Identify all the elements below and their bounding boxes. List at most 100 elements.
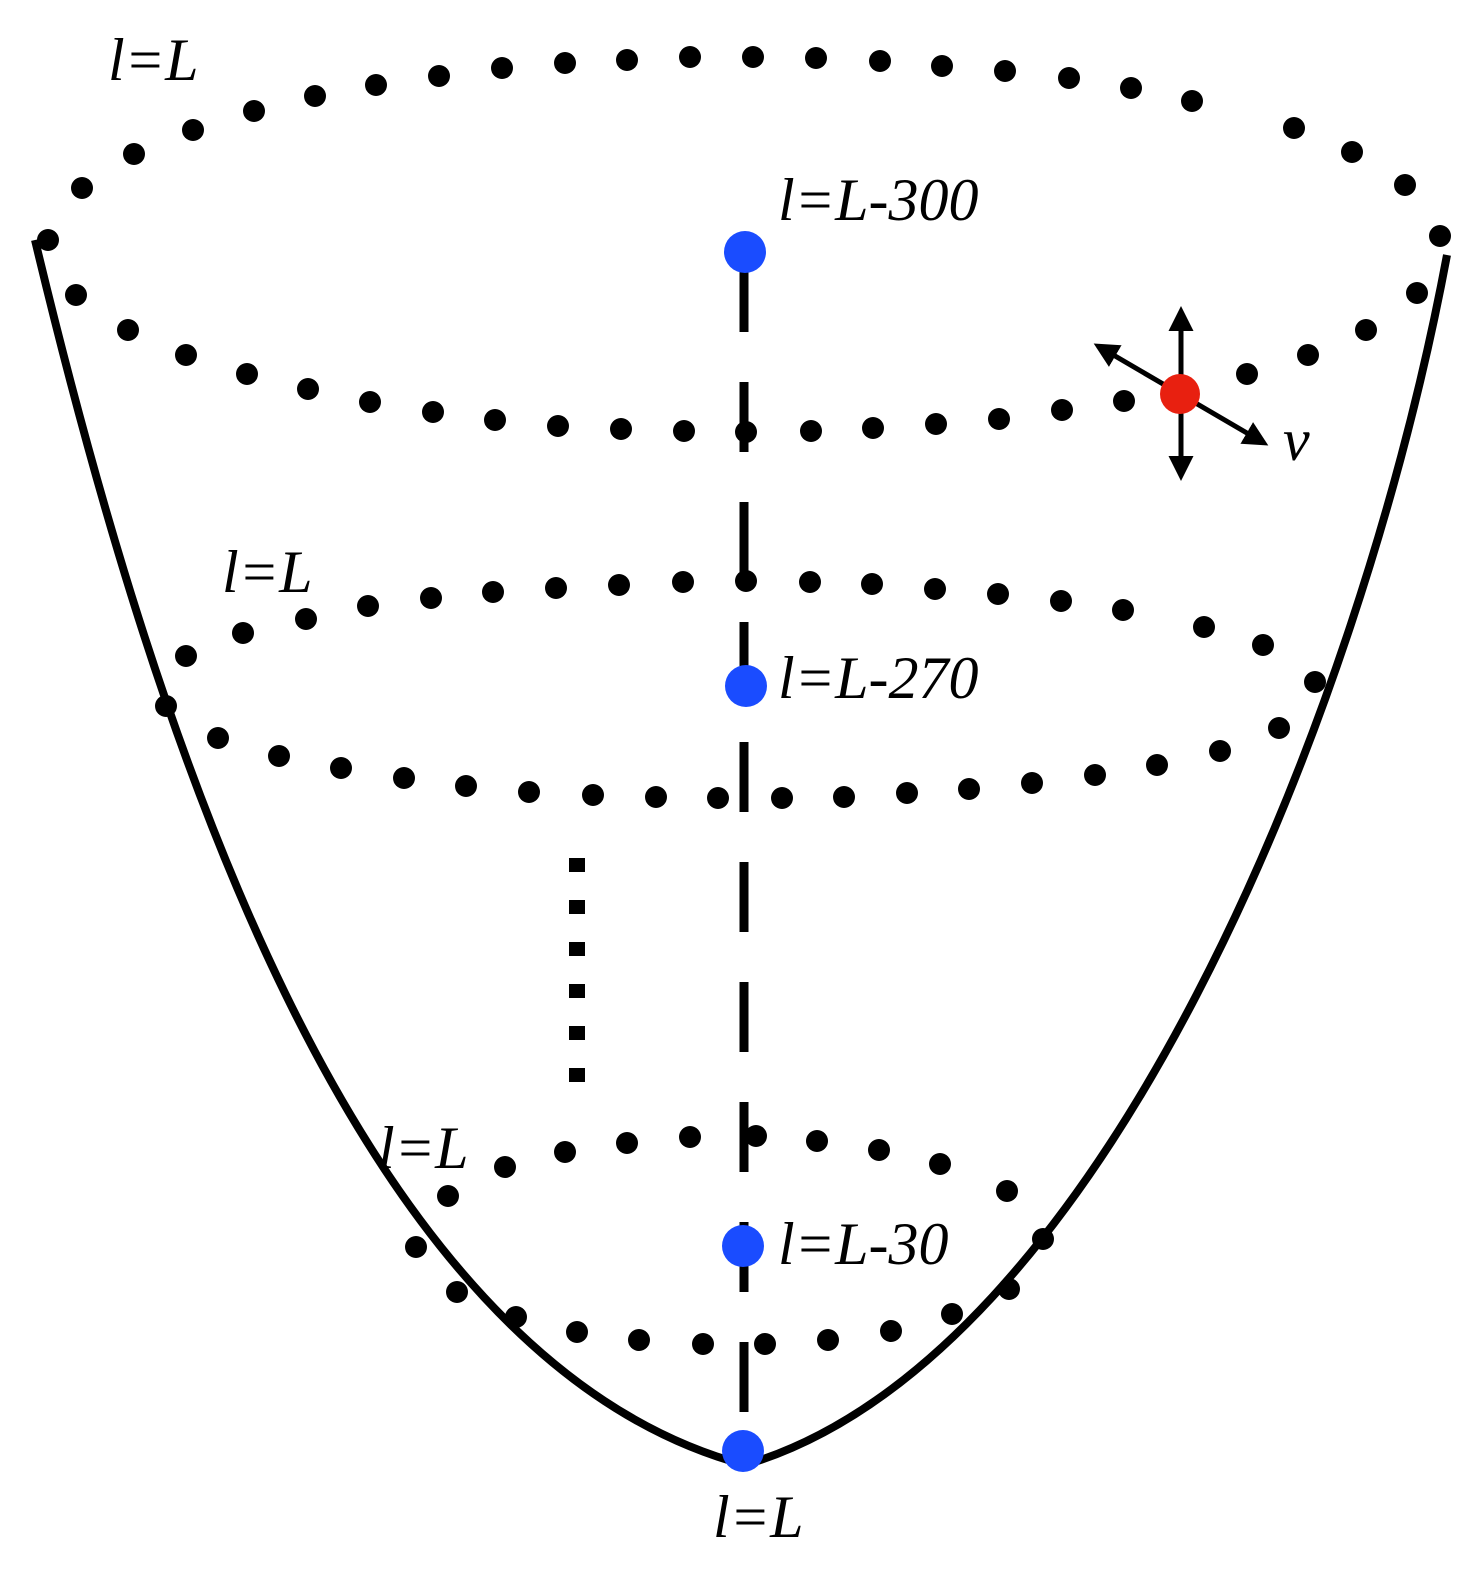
ring-upper-dot — [1051, 399, 1073, 421]
ring-lower-dot — [998, 1278, 1020, 1300]
ring-top-dot — [243, 100, 265, 122]
ring-middle-dot — [861, 573, 883, 595]
ring-middle-dot — [672, 571, 694, 593]
ring-middle-dot — [455, 775, 477, 797]
ring-middle-dot — [924, 578, 946, 600]
ring-top-dot — [869, 50, 891, 72]
ring-lower-dot — [566, 1321, 588, 1343]
moving-node — [1160, 374, 1200, 414]
ring-lower-dot — [494, 1156, 516, 1178]
label-axis-top: l=L-300 — [778, 167, 979, 233]
ring-upper-dot — [1113, 390, 1135, 412]
ring-middle-dot — [582, 784, 604, 806]
ring-lower-dot — [880, 1320, 902, 1342]
ring-upper-dot — [1236, 363, 1258, 385]
ring-top-dot — [1120, 77, 1142, 99]
ring-lower-dot — [941, 1303, 963, 1325]
ring-top-dot — [679, 46, 701, 68]
ring-middle-dot — [175, 645, 197, 667]
ring-middle-dot — [518, 781, 540, 803]
ring-top-dot — [554, 52, 576, 74]
ring-upper-dot — [117, 319, 139, 341]
ring-top-dot — [304, 85, 326, 107]
ring-top-dot — [1341, 141, 1363, 163]
ring-middle-dot — [1268, 717, 1290, 739]
ring-lower-dot — [868, 1139, 890, 1161]
ring-middle-dot — [645, 786, 667, 808]
ring-middle-dot — [268, 745, 290, 767]
ring-top-dot — [1283, 117, 1305, 139]
ring-lower-dot — [405, 1236, 427, 1258]
ring-middle-dot — [207, 727, 229, 749]
label-axis-lower: l=L-30 — [778, 1211, 949, 1277]
ring-lower-dot — [745, 1125, 767, 1147]
ring-lower-dot — [446, 1281, 468, 1303]
axis-node-apex — [722, 1430, 764, 1472]
ring-upper-dot — [800, 420, 822, 442]
ring-middle-dot — [1252, 634, 1274, 656]
ring-top-dot — [616, 49, 638, 71]
ring-lower-dot — [754, 1333, 776, 1355]
ring-middle-dot — [1112, 599, 1134, 621]
ring-lower-dot — [505, 1306, 527, 1328]
ring-middle-dot — [707, 787, 729, 809]
ring-middle-dot — [295, 608, 317, 630]
ring-lower-dot — [1032, 1228, 1054, 1250]
ring-top-dot — [994, 60, 1016, 82]
ring-lower-dot — [806, 1130, 828, 1152]
ring-middle-dot — [1146, 754, 1168, 776]
ring-middle-dot — [958, 778, 980, 800]
ring-top-dot — [805, 47, 827, 69]
ring-middle-dot — [833, 786, 855, 808]
ring-middle-dot — [771, 787, 793, 809]
ring-middle-dot — [1084, 764, 1106, 786]
ring-upper-dot — [988, 408, 1010, 430]
ring-upper-dot — [610, 418, 632, 440]
ring-middle-dot — [1209, 740, 1231, 762]
label-middle-ring: l=L — [222, 539, 313, 605]
ring-lower-dot — [692, 1333, 714, 1355]
ring-top-dot — [742, 46, 764, 68]
ring-lower-dot — [679, 1126, 701, 1148]
ring-top-dot — [428, 65, 450, 87]
ring-middle-dot — [330, 757, 352, 779]
label-top-rim: l=L — [108, 27, 199, 93]
ring-upper-dot — [65, 284, 87, 306]
ring-lower-dot — [817, 1329, 839, 1351]
ring-upper-dot — [175, 344, 197, 366]
ring-middle-dot — [1050, 590, 1072, 612]
ring-upper-dot — [673, 420, 695, 442]
ring-top-rim — [37, 46, 1451, 251]
ring-lower-dot — [929, 1153, 951, 1175]
ring-middle-dot — [1304, 671, 1326, 693]
axis-node-middle — [725, 665, 767, 707]
ring-top-dot — [931, 55, 953, 77]
ring-middle-dot — [799, 571, 821, 593]
ring-upper-dot — [359, 391, 381, 413]
ring-middle-dot — [155, 695, 177, 717]
ring-upper-dot — [422, 401, 444, 423]
ring-middle-dot — [608, 574, 630, 596]
ring-upper-dot — [236, 363, 258, 385]
ring-top-dot — [491, 57, 513, 79]
ring-upper — [65, 282, 1428, 443]
ring-top-dot — [37, 229, 59, 251]
ring-top-dot — [123, 143, 145, 165]
ring-top-dot — [71, 177, 93, 199]
ring-top-dot — [1181, 90, 1203, 112]
ring-upper-dot — [297, 378, 319, 400]
ring-middle-dot — [735, 570, 757, 592]
axis-node-top — [724, 231, 766, 273]
ring-upper-dot — [1297, 344, 1319, 366]
ring-top-dot — [1429, 225, 1451, 247]
ring-lower-dot — [628, 1329, 650, 1351]
ring-lower-dot — [996, 1180, 1018, 1202]
ring-lower-dot — [554, 1141, 576, 1163]
ring-middle-dot — [1021, 772, 1043, 794]
ring-upper-dot — [547, 415, 569, 437]
ring-middle-dot — [545, 577, 567, 599]
ring-lower-dot — [437, 1185, 459, 1207]
ring-middle-dot — [482, 581, 504, 603]
ring-middle-dot — [1193, 616, 1215, 638]
